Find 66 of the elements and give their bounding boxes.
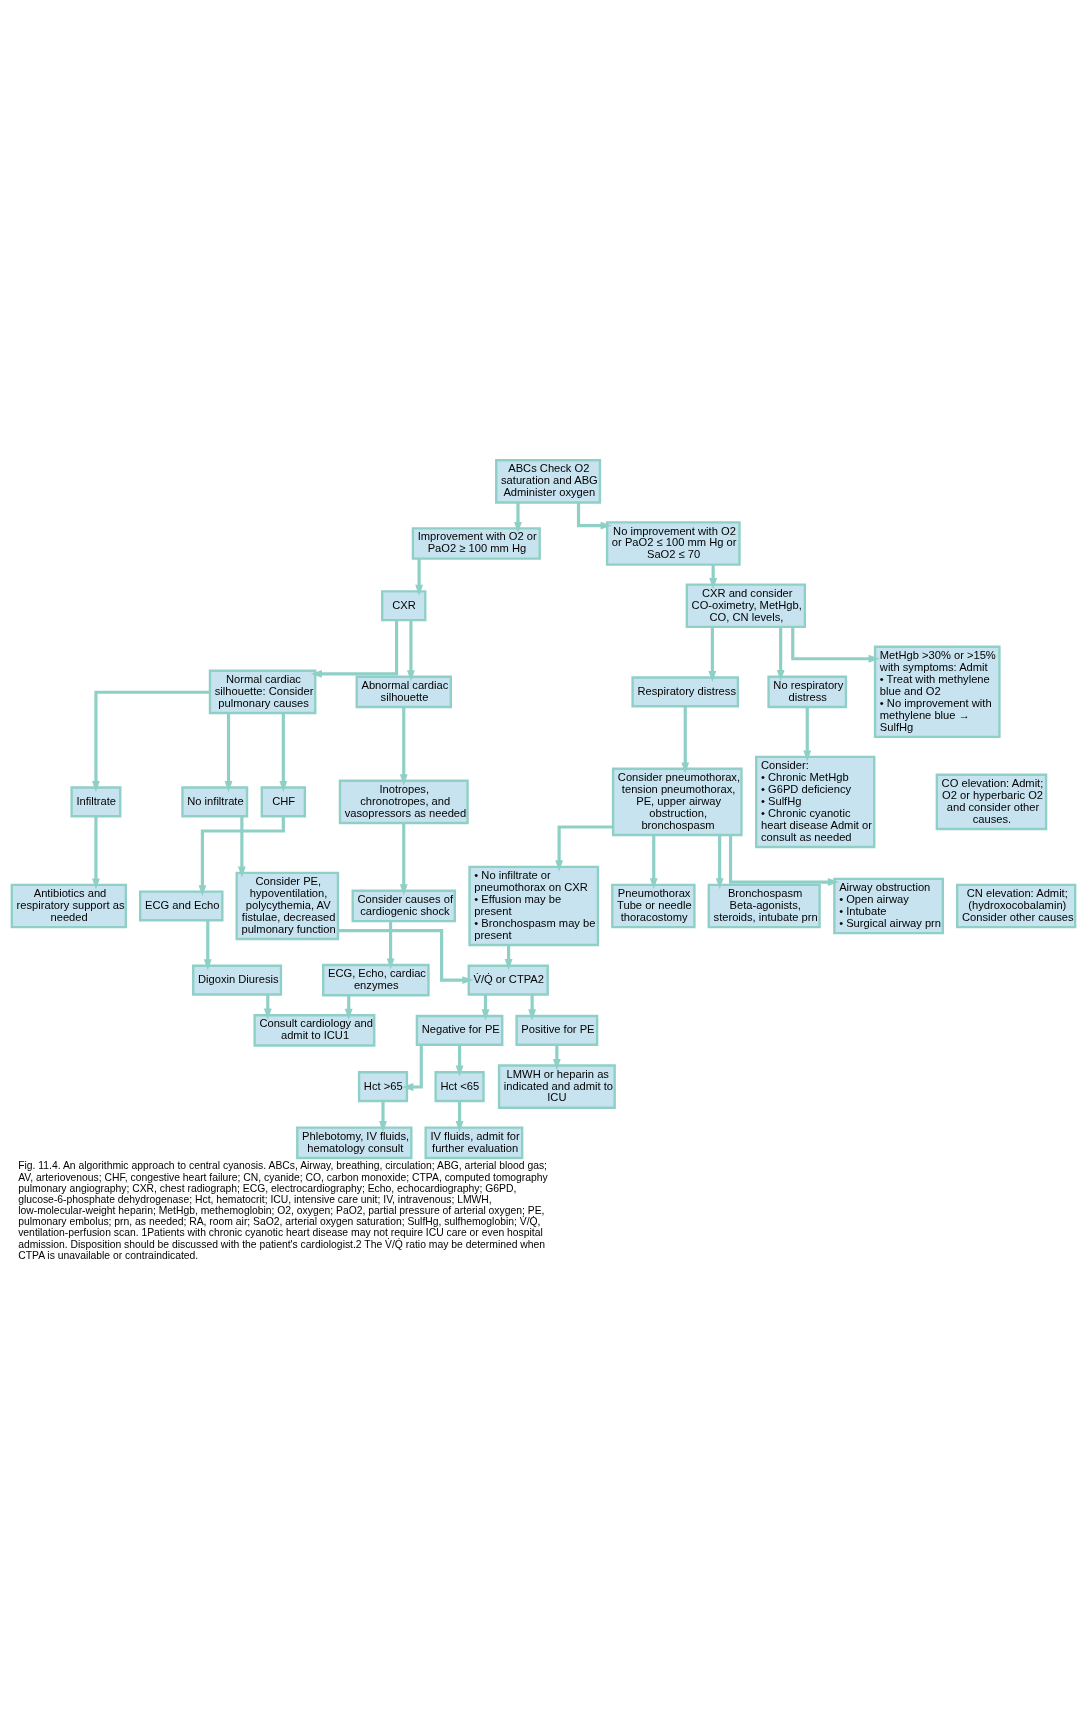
arrow xyxy=(555,825,613,872)
node-box: Respiratory distress xyxy=(631,676,740,708)
node-box: Phlebotomy, IV fluids, hematology consult xyxy=(296,1126,413,1160)
arrow xyxy=(407,620,415,682)
arrow xyxy=(386,921,395,970)
node-box: Abnormal cardiac silhouette xyxy=(355,675,452,709)
node-box: ABCs Check O2 saturation and ABG Administer oxygen xyxy=(495,459,602,504)
node-box: Bronchospasm Beta-agonists, steroids, intubate prn xyxy=(707,883,821,929)
node-box: Airway obstruction • Open airway • Intubate • Surgical airway prn xyxy=(833,877,944,935)
arrow xyxy=(198,816,285,897)
arrow xyxy=(379,1101,387,1133)
node-box: Hct >65 xyxy=(357,1071,409,1103)
arrow xyxy=(776,627,785,682)
node-box: Consider pneumothorax, tension pneumothorax, PE, upper airway obstruction, bronchospasm xyxy=(611,767,743,837)
arrow xyxy=(203,920,212,971)
caption: Fig. 11.4. An algorithmic approach to central cyanosis. ABCs, Airway, breathing, circulation; ABG, arterial blood gas; AV, arteriovenous; CHF, congestive heart failure; CN, cyanide; CO, carbon monoxide; CTPA, computed tomography pulmonary angiography; CXR, chest radiograph; ECG, electrocardiography; Echo, echocardiography; G6PD, glucose-6-phosphate dehydrogenase; Hct, hematocrit; ICU, intensive care unit; IV, intravenous; LMWH, low-molecular-weight heparin; MetHgb, methemoglobin; O2, oxygen; PaO2, partial pressure of arterial oxygen; PE, pulmonary embolus; prn, as needed; RA, room air; SaO2, arterial oxygen saturation; SulfHg, sulfhemoglobin; V̇/Q̇, ventilation-perfusion scan. 1Patients with chronic cyanotic heart disease may not require ICU care or even hospital admission. Disposition should be discussed with the patient's cardiologist.2 The V̇/Q̇ ratio may be determined when CTPA is unavailable or contraindicated. xyxy=(18,1160,548,1261)
arrow xyxy=(649,835,658,890)
node-box: MetHgb >30% or >15% with symptoms: Admit • Treat with methylene blue and O2 • No improvement with methylene blue → SulfHg xyxy=(873,645,1001,739)
node-box: Pneumothorax Tube or needle thoracostomy xyxy=(611,883,696,929)
node-box: ECG and Echo xyxy=(139,890,224,922)
arrow xyxy=(791,627,880,663)
arrow xyxy=(728,835,840,886)
arrow xyxy=(708,627,717,683)
node-box: Consider causes of cardiogenic shock xyxy=(351,889,456,923)
node-box: CXR and consider CO-oximetry, MetHgb, CO, CN levels, xyxy=(685,583,807,629)
node-box: CN elevation: Admit; (hydroxocobalamin) Consider other causes xyxy=(955,883,1077,929)
node-box: No respiratory distress xyxy=(767,675,848,709)
node-box: IV fluids, admit for further evaluation xyxy=(424,1126,524,1160)
node-box: CXR xyxy=(381,590,427,622)
arrow xyxy=(310,620,399,678)
arrow xyxy=(681,706,690,774)
node-box: Improvement with O2 or PaO2 ≥ 100 mm Hg xyxy=(411,527,541,560)
arrow xyxy=(224,713,233,793)
arrow xyxy=(279,713,288,793)
node-box: • No infiltrate or pneumothorax on CXR • Effusion may be present • Bronchospasm may be present xyxy=(468,865,600,947)
node-box: Positive for PE xyxy=(515,1014,599,1046)
node-box: Inotropes, chronotropes, and vasopressors as needed xyxy=(338,779,469,825)
arrow xyxy=(92,816,100,890)
node-box: Hct <65 xyxy=(434,1071,485,1103)
arrow xyxy=(455,1044,464,1077)
arrow xyxy=(803,707,812,762)
node-box: V̇/Q̇ or CTPA2 xyxy=(467,964,549,996)
arrow xyxy=(455,1101,464,1133)
node-box: Antibiotics and respiratory support as needed xyxy=(10,883,128,929)
node-box: ECG, Echo, cardiac enzymes xyxy=(322,963,430,997)
node-box: Infiltrate xyxy=(70,786,122,818)
arrow xyxy=(92,690,210,793)
arrow xyxy=(399,707,408,786)
node-box: Consult cardiology and admit to ICU1 xyxy=(253,1014,376,1047)
node-box: No infiltrate xyxy=(181,786,249,818)
node-box: LMWH or heparin as indicated and admit to ICU xyxy=(497,1064,616,1109)
arrow xyxy=(715,835,724,890)
node-box: No improvement with O2 or PaO2 ≤ 100 mm Hg or SaO2 ≤ 70 xyxy=(605,521,741,566)
node-box: CHF xyxy=(260,786,307,818)
node-box: Digoxin Diuresis xyxy=(192,964,283,996)
arrow xyxy=(399,823,408,896)
node-box: Negative for PE xyxy=(415,1014,504,1046)
node-box: Consider: • Chronic MetHgb • G6PD deficiency • SulfHg • Chronic cyanotic heart disease Admit or consult as needed xyxy=(755,755,876,849)
arrow xyxy=(338,929,474,985)
arrow xyxy=(415,558,423,596)
arrow xyxy=(237,816,246,878)
node-box: Consider PE, hypoventilation, polycythemia, AV fistulae, decreased pulmonary function xyxy=(235,871,340,941)
node-box: Normal cardiac silhouette: Consider pulmonary causes xyxy=(208,669,317,715)
arrow xyxy=(514,502,522,534)
node-box: CO elevation: Admit; O2 or hyperbaric O2 and consider other causes. xyxy=(935,773,1048,831)
arrow xyxy=(402,1044,423,1091)
